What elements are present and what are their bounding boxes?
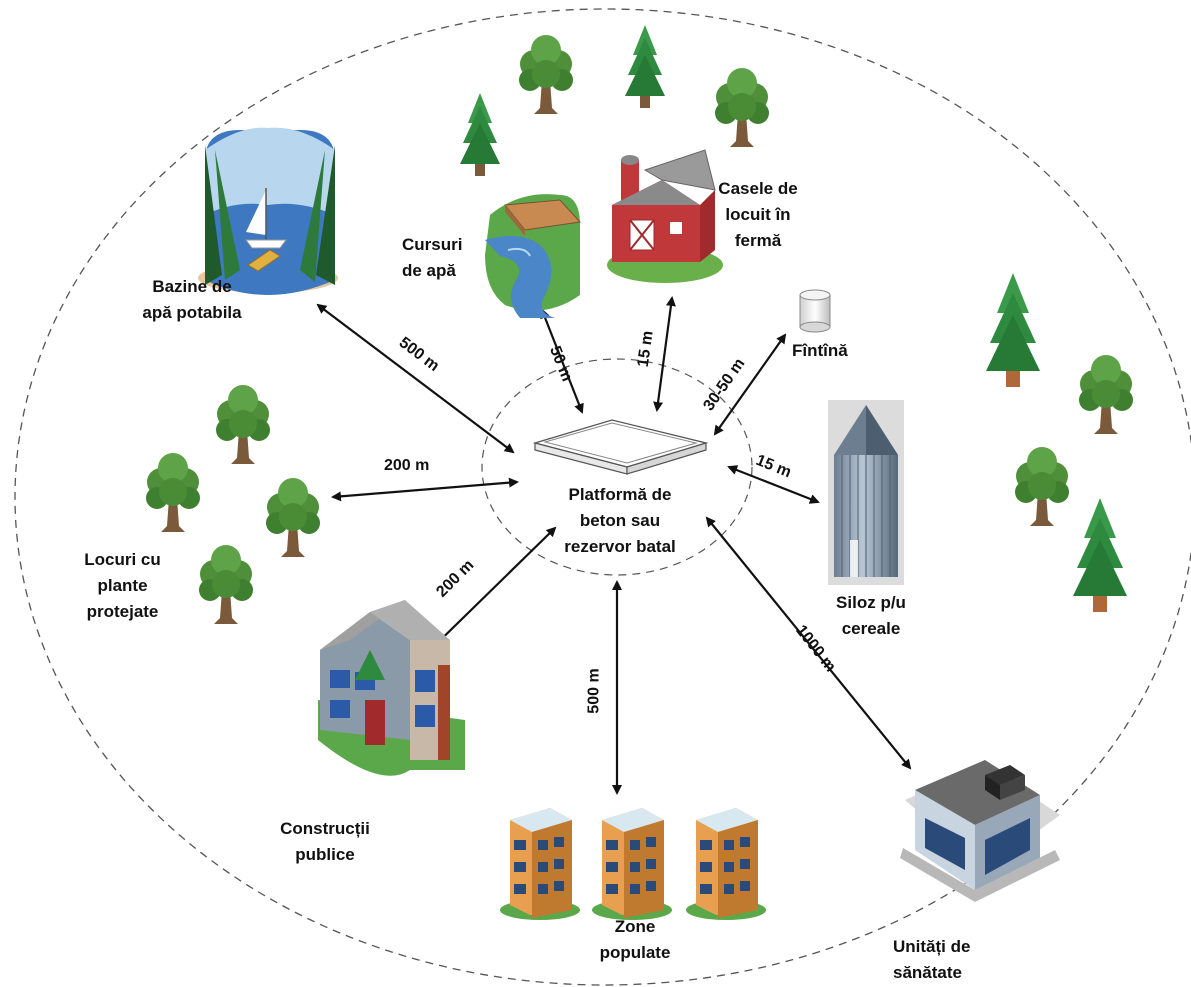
center-label-line1: Platformă de (568, 485, 672, 504)
arrow-silo (727, 465, 820, 504)
lake-sailboat-icon (198, 127, 338, 295)
health-units-label-line1: Unități de (893, 937, 971, 956)
apartment-building-icon (686, 808, 766, 920)
deciduous-tree-icon (216, 385, 270, 464)
public-buildings-label-line1: Construcții (280, 819, 370, 838)
conifer-tree-icon (1073, 498, 1127, 612)
river-bridge-icon (485, 194, 582, 318)
watercourses-label-line1: Cursuri (402, 235, 463, 254)
concrete-platform-icon (532, 419, 709, 475)
populated-areas-label: Zone populate (585, 914, 685, 966)
public-buildings-label: Construcții publice (275, 816, 375, 868)
center-label: Platformă de beton sau rezervor batal (545, 482, 695, 560)
farm-houses-label: Casele de locuit în fermă (713, 176, 803, 254)
conifer-tree-icon (460, 93, 500, 176)
outer-zone-boundary (14, 8, 1191, 986)
populated-areas-label-line1: Zone (614, 917, 656, 936)
health-units-label-line2: sănătate (893, 963, 962, 982)
deciduous-tree-icon (1079, 355, 1133, 434)
apartment-building-icon (592, 808, 672, 920)
drinking-water-label-line2: apă potabila (142, 303, 242, 322)
distance-arrows (316, 296, 912, 795)
conifer-tree-icon (625, 25, 665, 108)
distance-populated-areas: 500 m (585, 668, 603, 714)
health-units-label: Unități de sănătate (893, 934, 970, 986)
apartment-building-icon (500, 808, 580, 920)
public-buildings-label-line2: publice (295, 845, 355, 864)
deciduous-tree-icon (146, 453, 200, 532)
drinking-water-label-line1: Bazine de (152, 277, 232, 296)
arrow-well (713, 333, 787, 436)
well-cylinder-icon (799, 289, 831, 333)
farm-houses-label-line2: locuit în (725, 205, 791, 224)
well-label: Fîntînă (792, 341, 848, 360)
center-label-line3: rezervor batal (564, 537, 676, 556)
arrow-farm-houses (653, 296, 676, 412)
silo-label-line1: Siloz p/u (836, 593, 906, 612)
deciduous-tree-icon (519, 35, 573, 114)
barn-silo-icon (607, 149, 723, 283)
conifer-tree-icon (986, 273, 1040, 387)
deciduous-tree-icon (715, 68, 769, 147)
distance-protected-plants: 200 m (384, 457, 430, 474)
arrow-protected-plants (331, 477, 519, 502)
deciduous-tree-icon (1015, 447, 1069, 526)
center-label-line2: beton sau (579, 511, 661, 530)
arrow-health-units (705, 516, 912, 770)
deciduous-tree-icon (266, 478, 320, 557)
drinking-water-label: Bazine de apă potabila (122, 274, 262, 326)
farm-houses-label-line3: fermă (734, 231, 782, 250)
arrow-watercourses (540, 308, 584, 414)
deciduous-tree-icon (199, 545, 253, 624)
hospital-building-icon (900, 760, 1060, 902)
grain-silo-icon (828, 400, 904, 585)
protected-plants-label: Locuri cu plante protejate (70, 547, 175, 625)
farm-houses-label-line1: Casele de (718, 179, 798, 198)
arrow-drinking-water (316, 303, 515, 454)
house-icon (318, 600, 465, 776)
silo-label-line2: cereale (841, 619, 901, 638)
watercourses-label-line2: de apă (402, 261, 456, 280)
populated-areas-label-line2: populate (599, 943, 671, 962)
protected-plants-label-line1: Locuri cu (84, 550, 161, 569)
protected-plants-label-line2: plante (97, 576, 148, 595)
silo-label: Siloz p/u cereale (826, 590, 916, 642)
watercourses-label: Cursuri de apă (402, 232, 462, 284)
protected-plants-label-line3: protejate (86, 602, 159, 621)
